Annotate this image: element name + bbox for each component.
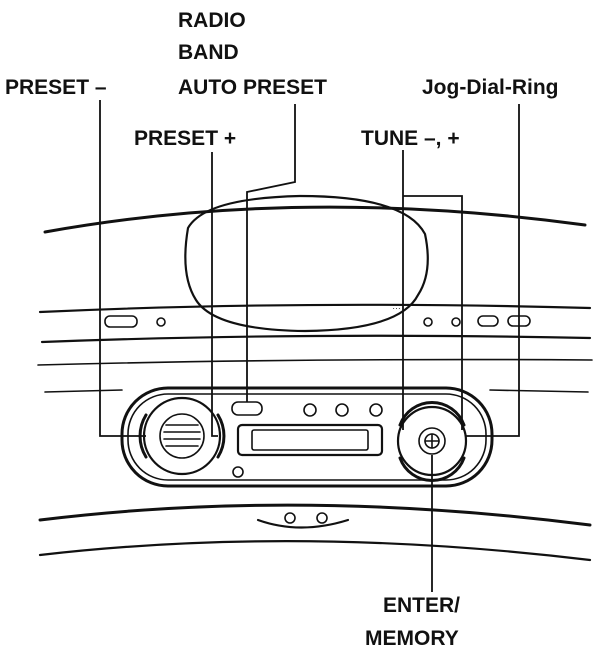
label-enter: ENTER/ bbox=[383, 594, 460, 617]
label-tune: TUNE –, + bbox=[361, 127, 460, 150]
label-preset-minus: PRESET – bbox=[5, 76, 107, 99]
lid-dots: … bbox=[392, 301, 401, 311]
label-memory: MEMORY bbox=[365, 627, 459, 650]
label-preset-plus: PRESET + bbox=[134, 127, 236, 150]
leader-lines bbox=[99, 100, 520, 592]
labels: RADIO BAND AUTO PRESET PRESET – Jog-Dial… bbox=[5, 9, 559, 650]
top-slot-button bbox=[477, 315, 499, 327]
label-auto-preset: AUTO PRESET bbox=[178, 76, 327, 99]
top-small-button bbox=[451, 317, 461, 327]
radio-band-button bbox=[231, 401, 263, 416]
display-window bbox=[236, 423, 384, 457]
cd-lid bbox=[184, 194, 429, 333]
label-radio: RADIO bbox=[178, 9, 246, 32]
label-band: BAND bbox=[178, 41, 239, 64]
top-small-button bbox=[423, 317, 433, 327]
top-small-button bbox=[156, 317, 166, 327]
label-jog-dial-ring: Jog-Dial-Ring bbox=[422, 76, 559, 99]
device-body: … bbox=[37, 194, 593, 562]
preset-ring bbox=[142, 396, 222, 476]
top-slot-button bbox=[104, 315, 138, 328]
control-panel bbox=[120, 386, 494, 488]
